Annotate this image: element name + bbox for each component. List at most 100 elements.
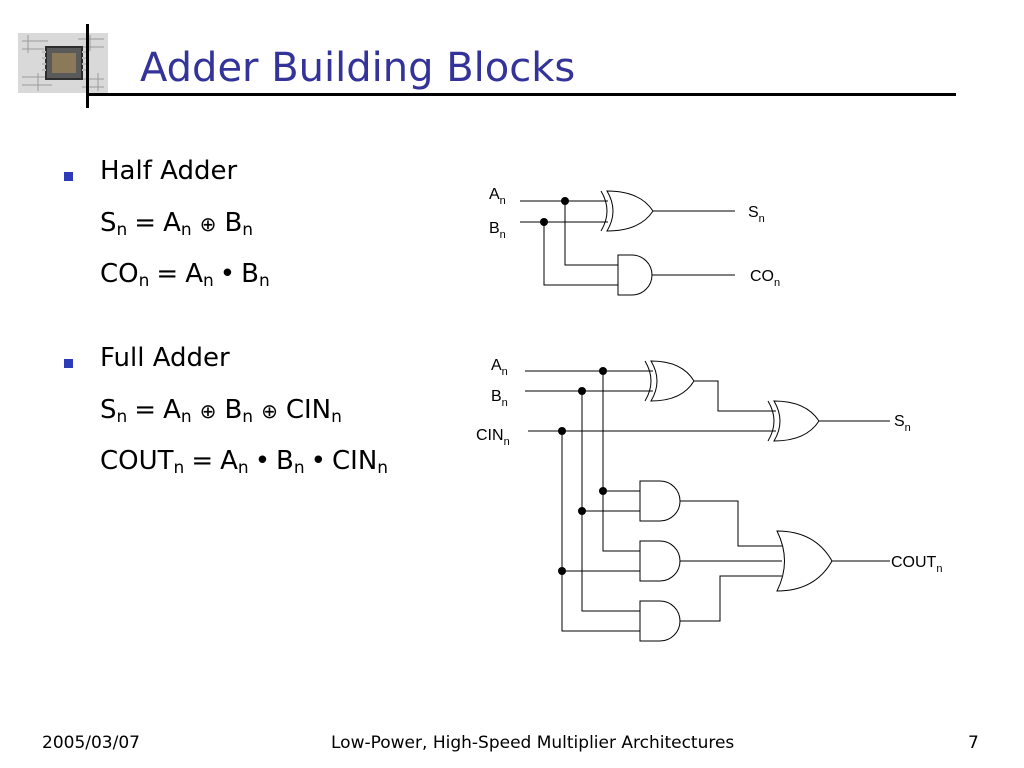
wire-xor1-out	[694, 380, 776, 412]
term-base: COUT	[100, 446, 174, 476]
input-label-a: An	[491, 357, 508, 378]
square-bullet-icon	[64, 359, 73, 368]
term-base: B	[224, 208, 243, 238]
term-subscript: n	[377, 458, 389, 478]
term-subscript: n	[203, 271, 214, 291]
term-base: B	[276, 446, 294, 476]
operator-symbol: •	[219, 259, 236, 289]
xor-gate-1	[650, 360, 695, 402]
wire-a-branch	[564, 201, 618, 266]
input-label-b: Bn	[489, 220, 506, 241]
equation-term: COn	[100, 259, 150, 291]
equation-term: Bn	[276, 446, 305, 478]
term-subscript: n	[138, 271, 150, 291]
equation-term: Bn	[241, 259, 270, 291]
term-base: A	[163, 395, 181, 425]
input-label-b: Bn	[491, 388, 508, 409]
output-label-carry: COUTn	[891, 554, 942, 575]
term-base: A	[163, 208, 181, 238]
junction-dot	[561, 197, 569, 205]
and-gate	[617, 254, 653, 296]
term-base: B	[241, 259, 259, 289]
term-base: CO	[100, 259, 139, 289]
term-subscript: n	[180, 220, 192, 240]
half-adder-carry-equation: COn=An•Bn	[100, 259, 270, 290]
header-horizontal-rule	[86, 93, 956, 96]
operator-symbol: •	[310, 446, 326, 476]
wire-a-bus	[602, 371, 640, 552]
input-label-cin: CINn	[476, 427, 510, 448]
junction-dot	[558, 567, 566, 575]
output-label-carry: COn	[750, 268, 780, 289]
equation-term: Bn	[224, 208, 254, 240]
operator-symbol: ⊕	[199, 399, 217, 423]
and-gate-1	[639, 480, 681, 522]
footer-title: Low-Power, High-Speed Multiplier Archite…	[331, 733, 735, 753]
term-base: S	[100, 395, 117, 425]
term-subscript: n	[173, 458, 185, 478]
term-subscript: n	[242, 407, 254, 427]
full-adder-carry-equation: COUTn=An•Bn•CINn	[100, 446, 388, 477]
equals-sign: =	[191, 446, 214, 476]
operator-symbol: ⊕	[199, 212, 217, 236]
page-number: 7	[968, 733, 979, 753]
and-gate-3	[639, 600, 681, 642]
equation-term: CINn	[285, 395, 342, 427]
output-label-sum: Sn	[894, 413, 911, 434]
and-gate-2	[639, 540, 681, 582]
equation-term: An	[163, 395, 192, 427]
term-subscript: n	[258, 271, 270, 291]
equals-sign: =	[156, 259, 179, 289]
equation-term: COUTn	[100, 446, 185, 478]
term-subscript: n	[331, 407, 342, 427]
junction-dot	[558, 427, 566, 435]
junction-dot	[599, 487, 607, 495]
wire-b-bus	[581, 391, 640, 612]
equals-sign: =	[134, 208, 157, 238]
term-base: CIN	[332, 446, 378, 476]
junction-dot	[540, 218, 548, 226]
term-subscript: n	[293, 458, 305, 478]
operator-symbol: ⊕	[261, 399, 278, 423]
junction-dot	[578, 507, 586, 515]
term-subscript: n	[237, 458, 249, 478]
wire-and3-out	[680, 575, 782, 622]
wire-and1-out	[680, 500, 782, 547]
equation-term: An	[220, 446, 249, 478]
header-vertical-rule	[86, 24, 89, 108]
term-base: B	[224, 395, 243, 425]
full-adder-circuit-diagram: An Bn CINn Sn COUTn	[476, 357, 942, 642]
equation-term: Sn	[100, 208, 128, 240]
xor-gate-2-back-arc	[767, 400, 775, 442]
term-subscript: n	[242, 220, 254, 240]
half-adder-sum-equation: Sn=An⊕Bn	[100, 208, 253, 239]
operator-symbol: •	[254, 446, 271, 476]
full-adder-sum-equation: Sn=An⊕Bn⊕CINn	[100, 395, 342, 426]
xor-gate-1-back-arc	[644, 360, 652, 402]
or-gate	[776, 530, 833, 592]
junction-dot	[599, 367, 607, 375]
wire-cin-bus	[561, 431, 640, 632]
half-adder-heading: Half Adder	[100, 156, 238, 186]
term-base: CIN	[285, 395, 332, 425]
term-subscript: n	[116, 220, 128, 240]
xor-gate-back-arc	[600, 190, 608, 232]
input-label-a: An	[489, 186, 506, 207]
term-base: S	[100, 208, 117, 238]
equation-term: Bn	[224, 395, 254, 427]
footer-date: 2005/03/07	[42, 733, 140, 753]
output-label-sum: Sn	[748, 204, 765, 225]
equation-term: Sn	[100, 395, 127, 426]
half-adder-circuit-diagram: An Bn Sn COn	[489, 186, 780, 296]
term-subscript: n	[180, 407, 192, 427]
equation-term: CINn	[332, 446, 389, 478]
junction-dot	[578, 387, 586, 395]
term-base: A	[185, 259, 203, 289]
term-base: A	[220, 446, 238, 476]
full-adder-heading: Full Adder	[100, 343, 230, 373]
slide-title: Adder Building Blocks	[140, 45, 576, 91]
wire-b-branch	[543, 222, 618, 286]
chip-logo-icon	[18, 33, 108, 93]
xor-gate-2	[773, 400, 820, 442]
equation-term: An	[163, 208, 192, 240]
